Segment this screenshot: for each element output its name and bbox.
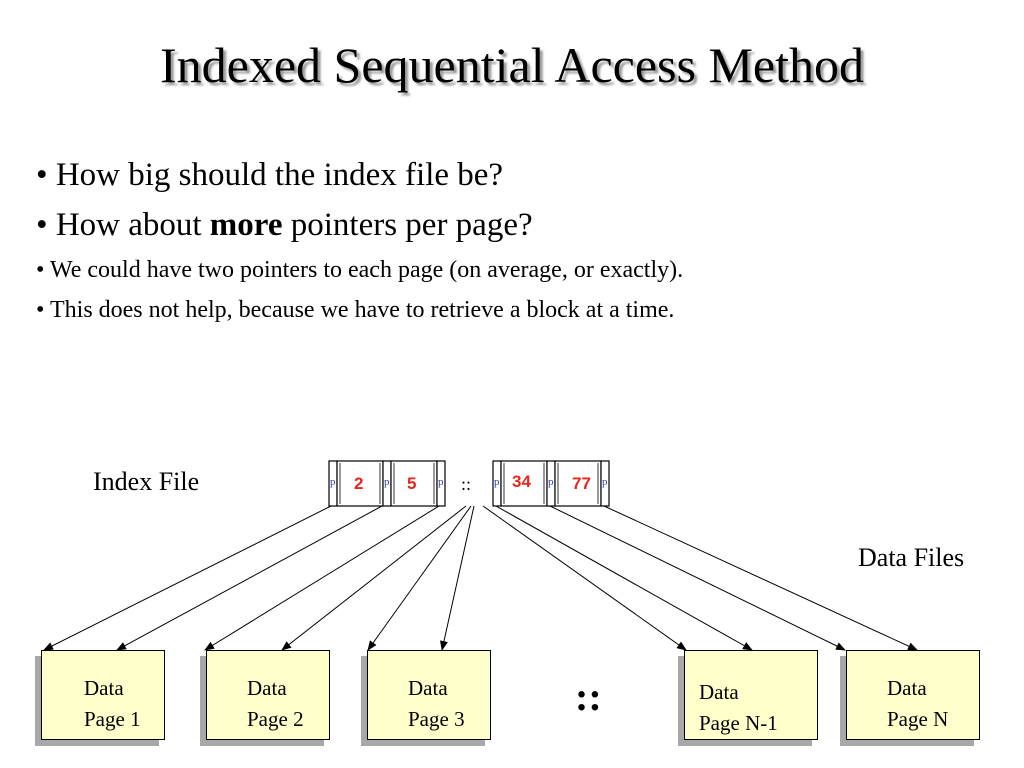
- arrow: [440, 505, 475, 651]
- page-line-2: Page 2: [247, 707, 304, 731]
- pointer-label: p: [438, 476, 444, 488]
- page-line-2: Page N: [887, 707, 949, 731]
- pointer-label: p: [602, 476, 608, 488]
- index-key: 77: [572, 474, 591, 493]
- key-cell: [390, 460, 438, 507]
- slide-title: Indexed Sequential Access Method: [160, 37, 864, 93]
- key-cell: [554, 460, 602, 507]
- bullet-2-bold-word: more: [209, 207, 283, 243]
- bullet-4-text: This does not help, because we have to r…: [49, 297, 675, 323]
- bullet-dot: •: [36, 207, 48, 243]
- arrow: [204, 505, 440, 651]
- bullet-2-text-end: pointers per page?: [282, 207, 533, 243]
- page-line-1: Data: [247, 676, 287, 700]
- pointer-label: p: [494, 476, 500, 488]
- arrow: [281, 505, 467, 651]
- page-line-2: Page 3: [408, 707, 465, 731]
- page-line-1: Data: [699, 680, 739, 704]
- page-line-1: Data: [84, 676, 124, 700]
- page-line-1: Data: [408, 676, 448, 700]
- arrow: [549, 505, 846, 651]
- bullet-3: • We could have two pointers to each pag…: [36, 250, 683, 290]
- bullet-list: • How big should the index file be? • Ho…: [36, 150, 683, 330]
- pointer-label: p: [330, 476, 336, 488]
- arrow: [603, 505, 918, 651]
- arrow: [367, 505, 472, 651]
- arrow: [43, 505, 332, 651]
- pointer-cell: [436, 460, 446, 507]
- bullet-2-text-start: How about: [55, 207, 210, 243]
- key-cell: [500, 460, 548, 507]
- index-file-label: Index File: [93, 467, 200, 496]
- inner-box-edges: [339, 463, 599, 504]
- page-line-1: Data: [887, 676, 927, 700]
- page-line-2: Page 1: [84, 707, 141, 731]
- pointer-arrows: [43, 505, 918, 651]
- index-key: 2: [354, 474, 364, 493]
- arrow: [495, 505, 753, 651]
- bullet-dot: •: [36, 157, 48, 193]
- bullet-2: • How about more pointers per page?: [36, 200, 683, 250]
- index-file-record: [328, 460, 610, 507]
- bullet-dot: •: [36, 257, 45, 283]
- pointer-label: p: [548, 476, 554, 488]
- bullet-1: • How big should the index file be?: [36, 150, 683, 200]
- index-gap-colons: ::: [461, 474, 472, 494]
- index-key: 34: [512, 472, 531, 491]
- bullet-1-text: How big should the index file be?: [55, 157, 504, 193]
- arrow: [482, 505, 687, 651]
- bullet-dot: •: [36, 297, 45, 323]
- pointer-label: p: [384, 476, 390, 488]
- page-line-2: Page N-1: [699, 711, 778, 735]
- data-files-label: Data Files: [858, 543, 965, 572]
- bullet-4: • This does not help, because we have to…: [36, 290, 683, 330]
- pages-ellipsis: ::: [575, 674, 602, 719]
- bullet-3-text: We could have two pointers to each page …: [49, 257, 684, 283]
- index-key: 5: [407, 474, 417, 493]
- arrow: [116, 505, 383, 651]
